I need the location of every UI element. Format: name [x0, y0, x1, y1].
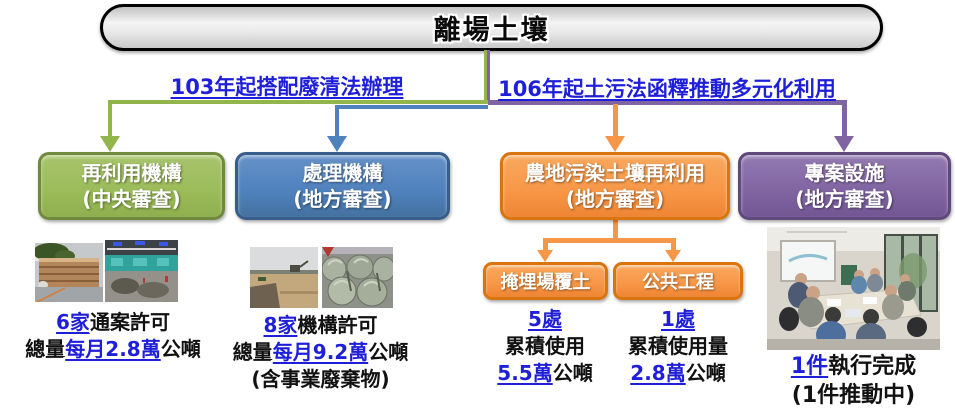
caption-line: (1件推動中)	[762, 381, 945, 410]
connector-blue-vertical	[335, 105, 339, 138]
caption-text: 總量	[25, 337, 66, 361]
caption-text: 執行完成	[828, 354, 917, 379]
caption-line: 1處	[610, 306, 746, 333]
caption-highlight-value: 8家	[263, 313, 298, 337]
node-reuse-org-title: 再利用機構	[81, 161, 182, 185]
caption-highlight-value: 每月2.8萬	[65, 337, 161, 361]
caption-highlight-value: 5.5萬	[497, 361, 553, 385]
connector-root-stem	[484, 50, 490, 103]
photo-indoor-facility	[105, 240, 178, 302]
caption-line: 總量每月9.2萬公噸	[213, 339, 428, 366]
connector-green-vertical	[108, 100, 112, 138]
caption-text: 累積使用	[505, 334, 585, 358]
caption-line: 6家通案許可	[8, 309, 218, 336]
connector-purple-vertical	[842, 100, 847, 138]
caption-highlight-value: 2.8萬	[630, 361, 686, 385]
root-title: 離場土壤	[433, 15, 550, 46]
caption-line: 1件執行完成	[762, 352, 945, 381]
caption-text: 總量	[232, 340, 273, 364]
caption-text: 累積使用量	[628, 334, 728, 358]
caption-highlight-value: 5處	[528, 307, 562, 331]
caption-public-works-stats: 1處 累積使用量 2.8萬公噸	[610, 306, 746, 387]
caption-line: 累積使用量	[610, 333, 746, 360]
node-landfill-cover-label: 掩埋場覆土	[500, 272, 591, 293]
caption-text: 機構許可	[297, 313, 378, 337]
caption-highlight-value: 6家	[56, 310, 90, 334]
caption-text: 通案許可	[89, 310, 170, 334]
arrow-down-purple-icon	[834, 136, 854, 152]
caption-text: 公噸	[160, 337, 201, 361]
caption-text: 公噸	[368, 340, 409, 364]
caption-highlight-value: 1件	[790, 354, 829, 379]
node-reuse-org-subtitle: (中央審查)	[82, 187, 181, 211]
caption-text: 公噸	[685, 361, 726, 385]
caption-line: 5處	[478, 306, 612, 333]
node-project-facility-title: 專案設施	[804, 161, 885, 185]
caption-text: 公噸	[552, 361, 593, 385]
arrow-down-blue-icon	[327, 136, 347, 152]
connector-sub-horizontal	[543, 238, 676, 243]
node-farmland-reuse: 農地污染土壤再利用 (地方審查)	[500, 152, 730, 220]
node-treatment-org: 處理機構 (地方審查)	[235, 152, 450, 220]
node-landfill-cover: 掩埋場覆土	[483, 262, 608, 300]
node-reuse-org: 再利用機構 (中央審查)	[38, 152, 225, 220]
caption-line: 8家機構許可	[213, 312, 428, 339]
caption-highlight-value: 每月9.2萬	[272, 340, 369, 364]
connector-orange-vertical	[613, 104, 618, 138]
caption-line: 5.5萬公噸	[478, 360, 612, 387]
photo-excavation-site	[250, 247, 318, 308]
caption-project-stats: 1件執行完成 (1件推動中)	[762, 352, 945, 410]
node-treatment-org-subtitle: (地方審查)	[293, 187, 392, 211]
caption-landfill-stats: 5處 累積使用 5.5萬公噸	[478, 306, 612, 387]
branch-label-waste-act: 103年起搭配廢清法辦理	[170, 75, 404, 99]
photo-bulk-bags	[322, 247, 393, 308]
node-public-works: 公共工程	[613, 262, 743, 300]
caption-line: 總量每月2.8萬公噸	[8, 336, 218, 363]
connector-sub-stem	[613, 220, 618, 241]
branch-label-soil-act: 106年起土污法函釋推動多元化利用	[498, 77, 836, 101]
caption-text: (含事業廢棄物)	[251, 367, 390, 391]
connector-blue-horizontal	[335, 105, 488, 109]
node-project-facility-subtitle: (地方審查)	[795, 187, 894, 211]
photo-soil-bag-wall	[35, 243, 103, 302]
caption-reuse-stats: 6家通案許可 總量每月2.8萬公噸	[8, 309, 218, 363]
caption-text: (1件推動中)	[791, 383, 916, 408]
connector-purple-horizontal	[488, 100, 847, 105]
caption-line: 2.8萬公噸	[610, 360, 746, 387]
node-project-facility: 專案設施 (地方審查)	[738, 152, 951, 220]
root-node-offsite-soil: 離場土壤	[100, 4, 883, 51]
node-farmland-reuse-subtitle: (地方審查)	[565, 187, 665, 211]
arrow-down-orange-icon	[605, 136, 625, 152]
arrow-down-public-icon	[665, 250, 681, 262]
connector-sub-right-vertical	[671, 238, 676, 252]
node-treatment-org-title: 處理機構	[302, 161, 383, 185]
caption-line: 累積使用	[478, 333, 612, 360]
arrow-down-green-icon	[100, 136, 120, 152]
connector-sub-left-vertical	[543, 238, 548, 252]
photo-review-meeting	[767, 227, 940, 350]
arrow-down-landfill-icon	[537, 250, 553, 262]
caption-highlight-value: 1處	[661, 307, 695, 331]
caption-line: (含事業廢棄物)	[213, 366, 428, 393]
node-public-works-label: 公共工程	[642, 272, 714, 293]
caption-treatment-stats: 8家機構許可 總量每月9.2萬公噸 (含事業廢棄物)	[213, 312, 428, 393]
connector-green-horizontal	[108, 100, 488, 104]
node-farmland-reuse-title: 農地污染土壤再利用	[525, 161, 705, 185]
